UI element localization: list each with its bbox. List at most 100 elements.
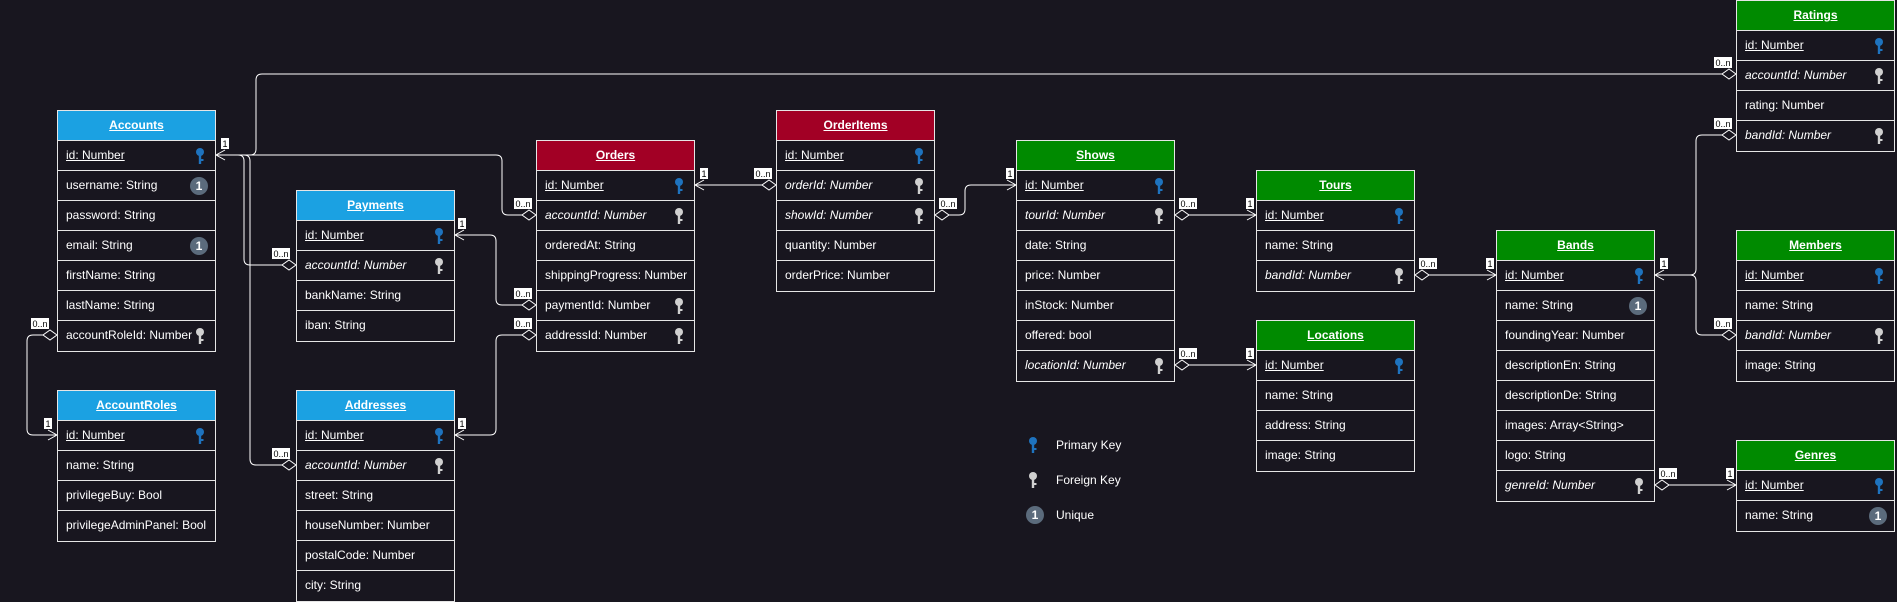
table-header-payments[interactable]: Payments	[297, 191, 454, 221]
table-header-shows[interactable]: Shows	[1017, 141, 1174, 171]
tours-bands-one-label: 1	[1486, 258, 1494, 269]
field-row[interactable]: id: Number	[1737, 31, 1894, 61]
field-row[interactable]: inStock: Number	[1017, 291, 1174, 321]
field-row[interactable]: houseNumber: Number	[297, 511, 454, 541]
field-row[interactable]: genreId: Number	[1497, 471, 1654, 501]
field-row[interactable]: offered: bool	[1017, 321, 1174, 351]
field-row[interactable]: name: String	[1257, 231, 1414, 261]
field-row[interactable]: id: Number	[1737, 261, 1894, 291]
field-row[interactable]: descriptionEn: String	[1497, 351, 1654, 381]
field-row[interactable]: postalCode: Number	[297, 541, 454, 571]
field-row[interactable]: id: Number	[1737, 471, 1894, 501]
field-row[interactable]: addressId: Number	[537, 321, 694, 351]
table-header-locations[interactable]: Locations	[1257, 321, 1414, 351]
field-row[interactable]: accountId: Number	[297, 251, 454, 281]
field-row[interactable]: date: String	[1017, 231, 1174, 261]
field-row[interactable]: accountId: Number	[297, 451, 454, 481]
field-row[interactable]: accountId: Number	[1737, 61, 1894, 91]
field-row[interactable]: bandId: Number	[1737, 121, 1894, 151]
field-row[interactable]: bandId: Number	[1257, 261, 1414, 291]
field-row[interactable]: street: String	[297, 481, 454, 511]
field-row[interactable]: accountRoleId: Number	[58, 321, 215, 351]
field-row[interactable]: id: Number	[1497, 261, 1654, 291]
field-row[interactable]: bankName: String	[297, 281, 454, 311]
field-row[interactable]: id: Number	[1257, 351, 1414, 381]
field-row[interactable]: tourId: Number	[1017, 201, 1174, 231]
field-row[interactable]: price: Number	[1017, 261, 1174, 291]
table-header-ratings[interactable]: Ratings	[1737, 1, 1894, 31]
field-row[interactable]: orderedAt: String	[537, 231, 694, 261]
field-row[interactable]: firstName: String	[58, 261, 215, 291]
field-row[interactable]: shippingProgress: Number	[537, 261, 694, 291]
field-row[interactable]: bandId: Number	[1737, 321, 1894, 351]
field-row[interactable]: id: Number	[58, 141, 215, 171]
field-row[interactable]: name: String	[58, 451, 215, 481]
field-row[interactable]: locationId: Number	[1017, 351, 1174, 381]
field-row[interactable]: id: Number	[297, 221, 454, 251]
svg-text:0..n: 0..n	[273, 249, 288, 259]
table-header-genres[interactable]: Genres	[1737, 441, 1894, 471]
field-row[interactable]: name: String	[1737, 291, 1894, 321]
field-row[interactable]: id: Number	[537, 171, 694, 201]
table-header-addresses[interactable]: Addresses	[297, 391, 454, 421]
table-header-tours[interactable]: Tours	[1257, 171, 1414, 201]
ratings-accounts-diamond	[1721, 68, 1737, 80]
field-row[interactable]: id: Number	[58, 421, 215, 451]
table-header-orders[interactable]: Orders	[537, 141, 694, 171]
field-label: accountId: Number	[545, 208, 647, 222]
field-row[interactable]: paymentId: Number	[537, 291, 694, 321]
field-row[interactable]: images: Array<String>	[1497, 411, 1654, 441]
field-row[interactable]: descriptionDe: String	[1497, 381, 1654, 411]
field-row[interactable]: id: Number	[1017, 171, 1174, 201]
field-row[interactable]: orderId: Number	[777, 171, 934, 201]
field-row[interactable]: logo: String	[1497, 441, 1654, 471]
field-label: id: Number	[1265, 208, 1324, 222]
field-row[interactable]: privilegeBuy: Bool	[58, 481, 215, 511]
field-label: addressId: Number	[545, 328, 648, 342]
field-row[interactable]: id: Number	[1257, 201, 1414, 231]
field-row[interactable]: password: String	[58, 201, 215, 231]
field-row[interactable]: id: Number	[297, 421, 454, 451]
field-row[interactable]: id: Number	[777, 141, 934, 171]
field-row[interactable]: image: String	[1257, 441, 1414, 471]
field-row[interactable]: foundingYear: Number	[1497, 321, 1654, 351]
table-header-accounts[interactable]: Accounts	[58, 111, 215, 141]
field-row[interactable]: name: String	[1257, 381, 1414, 411]
table-header-accountroles[interactable]: AccountRoles	[58, 391, 215, 421]
field-row[interactable]: orderPrice: Number	[777, 261, 934, 291]
table-header-orderitems[interactable]: OrderItems	[777, 111, 934, 141]
field-row[interactable]: lastName: String	[58, 291, 215, 321]
members-bands-line	[1689, 274, 1722, 336]
field-label: accountId: Number	[305, 258, 407, 272]
field-row[interactable]: image: String	[1737, 351, 1894, 381]
field-row[interactable]: iban: String	[297, 311, 454, 341]
table-header-bands[interactable]: Bands	[1497, 231, 1654, 261]
field-row[interactable]: privilegeAdminPanel: Bool	[58, 511, 215, 541]
table-header-members[interactable]: Members	[1737, 231, 1894, 261]
field-row[interactable]: rating: Number	[1737, 91, 1894, 121]
field-row[interactable]: showId: Number	[777, 201, 934, 231]
field-row[interactable]: quantity: Number	[777, 231, 934, 261]
primary-key-icon	[1029, 437, 1037, 453]
field-label: id: Number	[66, 428, 125, 442]
field-row[interactable]: address: String	[1257, 411, 1414, 441]
field-row[interactable]: city: String	[297, 571, 454, 601]
field-row[interactable]: accountId: Number	[537, 201, 694, 231]
